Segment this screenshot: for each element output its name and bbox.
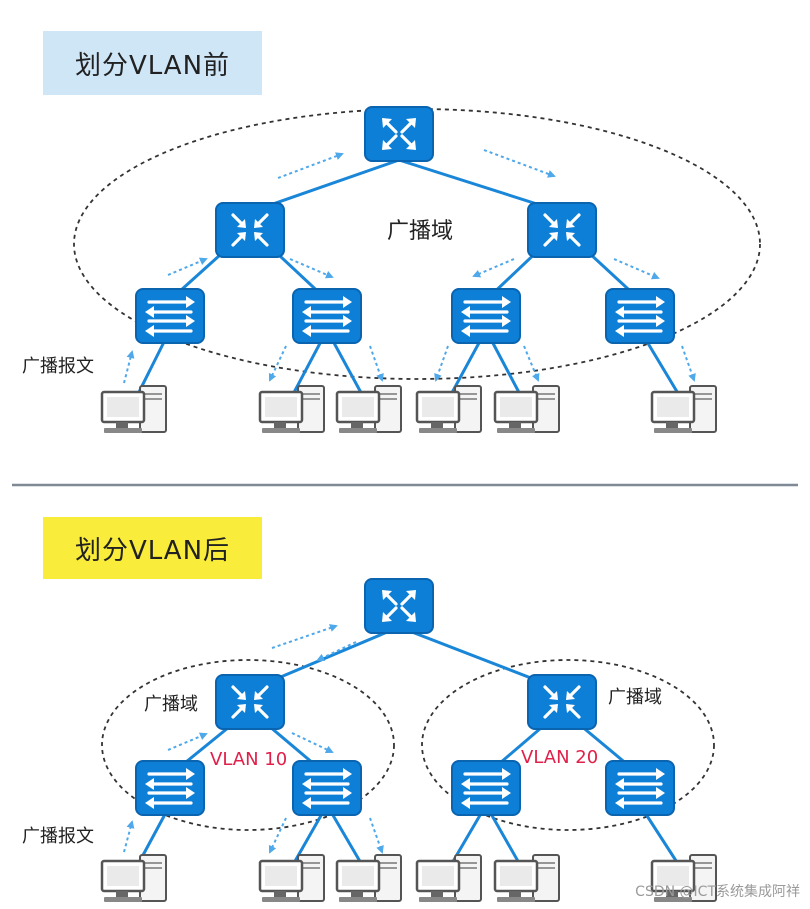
title-after-text: 划分VLAN后 — [74, 535, 231, 566]
bottom-access-switch-1-icon — [135, 760, 205, 816]
title-after-vlan: 划分VLAN后 — [43, 517, 262, 579]
top-pc-3-icon — [335, 384, 403, 435]
top-links — [133, 158, 684, 401]
top-broadcast-domain-label: 广播域 — [387, 219, 453, 244]
top-core-switch-right-icon — [527, 202, 597, 258]
bottom-pc-5-icon — [493, 853, 561, 904]
top-broadcast-arrows — [123, 149, 696, 384]
top-access-switch-3-icon — [451, 288, 521, 344]
bottom-diagram: 广播域 广播域 VLAN 10 VLAN 20 广播报文 — [22, 578, 718, 904]
top-core-switch-left-icon — [215, 202, 285, 258]
top-pc-2-icon — [258, 384, 326, 435]
bottom-broadcast-arrows — [123, 624, 384, 854]
top-access-switch-1-icon — [135, 288, 205, 344]
vlan20-domain-ellipse — [421, 659, 715, 831]
top-pc-5-icon — [493, 384, 561, 435]
top-access-switch-2-icon — [292, 288, 362, 344]
bottom-broadcast-packet-label: 广播报文 — [22, 826, 94, 847]
top-router-icon — [364, 106, 434, 162]
bottom-access-switch-2-icon — [292, 760, 362, 816]
bottom-core-switch-right-icon — [527, 674, 597, 730]
top-access-switch-4-icon — [605, 288, 675, 344]
vlan10-label: VLAN 10 — [210, 749, 287, 770]
bottom-pc-4-icon — [415, 853, 483, 904]
bottom-pc-1-icon — [100, 853, 168, 904]
vlan10-domain-ellipse — [101, 659, 395, 831]
title-before-vlan: 划分VLAN前 — [43, 31, 262, 95]
vlan20-label: VLAN 20 — [521, 747, 598, 768]
top-pc-1-icon — [100, 384, 168, 435]
title-before-text: 划分VLAN前 — [74, 50, 231, 81]
bottom-router-icon — [364, 578, 434, 634]
vlan10-broadcast-domain-label: 广播域 — [144, 694, 198, 715]
watermark: CSDN @ICT系统集成阿祥 — [635, 883, 800, 900]
vlan20-broadcast-domain-label: 广播域 — [608, 687, 662, 708]
bottom-core-switch-left-icon — [215, 674, 285, 730]
bottom-access-switch-3-icon — [451, 760, 521, 816]
bottom-pc-3-icon — [335, 853, 403, 904]
bottom-pc-2-icon — [258, 853, 326, 904]
bottom-access-switch-4-icon — [605, 760, 675, 816]
top-pc-6-icon — [650, 384, 718, 435]
top-pc-4-icon — [415, 384, 483, 435]
top-diagram: 广播域 广播报文 — [22, 106, 761, 435]
top-broadcast-packet-label: 广播报文 — [22, 356, 94, 377]
